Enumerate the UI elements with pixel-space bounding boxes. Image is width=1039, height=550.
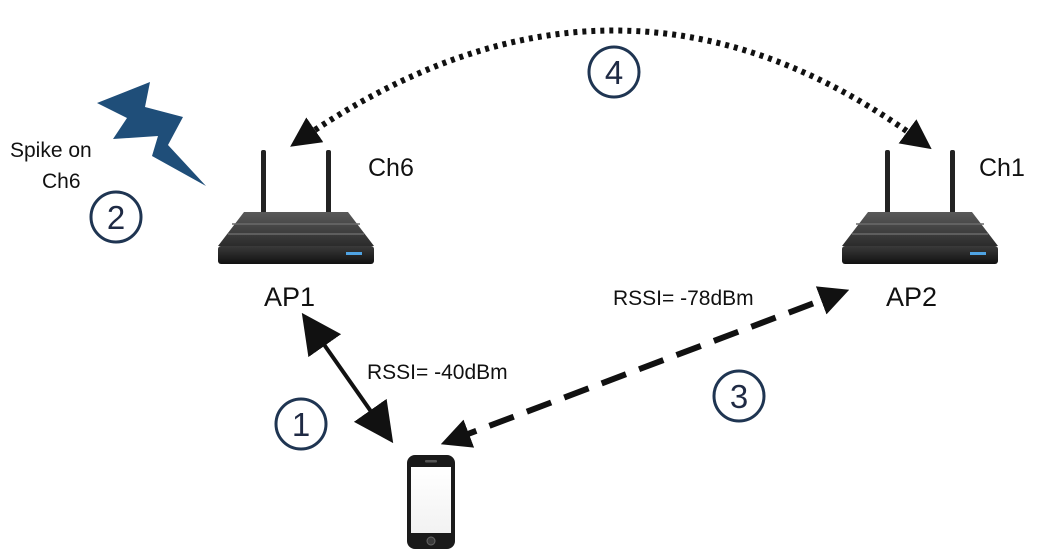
step-1-number: 1 [292, 406, 310, 443]
ap1-rssi-label: RSSI= -40dBm [367, 361, 508, 384]
lightning-bolt-icon [97, 82, 206, 186]
ap2-rssi-label: RSSI= -78dBm [613, 287, 754, 310]
step-3-number: 3 [730, 378, 748, 415]
step-3-badge: 3 [712, 369, 766, 423]
ap2-name-label: AP2 [886, 282, 937, 312]
step-4-number: 4 [605, 54, 623, 91]
step-1-badge: 1 [274, 397, 328, 451]
step-4-badge: 4 [587, 45, 641, 99]
interference-label-line2: Ch6 [42, 170, 81, 193]
smartphone-icon [407, 455, 455, 549]
ap1-name-label: AP1 [264, 282, 315, 312]
step-2-number: 2 [107, 199, 125, 236]
ap2-wireless-router-icon [842, 150, 998, 264]
step-2-badge: 2 [89, 190, 143, 244]
ap1-channel-label: Ch6 [368, 154, 414, 182]
ap-coordination-arc [290, 27, 932, 150]
ap1-client-link [301, 312, 394, 444]
ap2-client-link [440, 286, 850, 448]
interference-label-line1: Spike on [10, 139, 92, 162]
ap2-channel-label: Ch1 [979, 154, 1025, 182]
ap1-wireless-router-icon [218, 150, 374, 264]
